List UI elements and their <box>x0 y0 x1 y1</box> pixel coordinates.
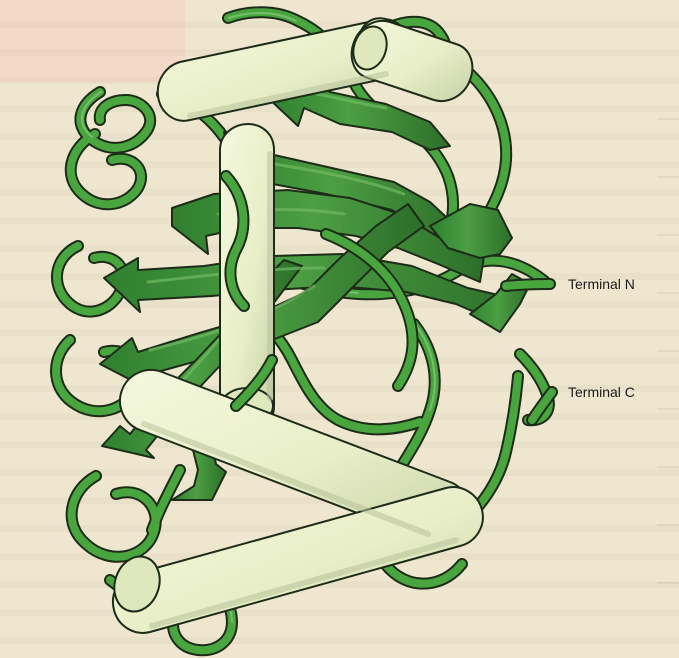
terminal-c-label: Terminal C <box>568 385 635 399</box>
terminal-n-leader <box>506 284 550 286</box>
terminal-n-label: Terminal N <box>568 277 635 291</box>
helix-cylinder <box>113 487 483 633</box>
coil-path <box>72 476 156 557</box>
